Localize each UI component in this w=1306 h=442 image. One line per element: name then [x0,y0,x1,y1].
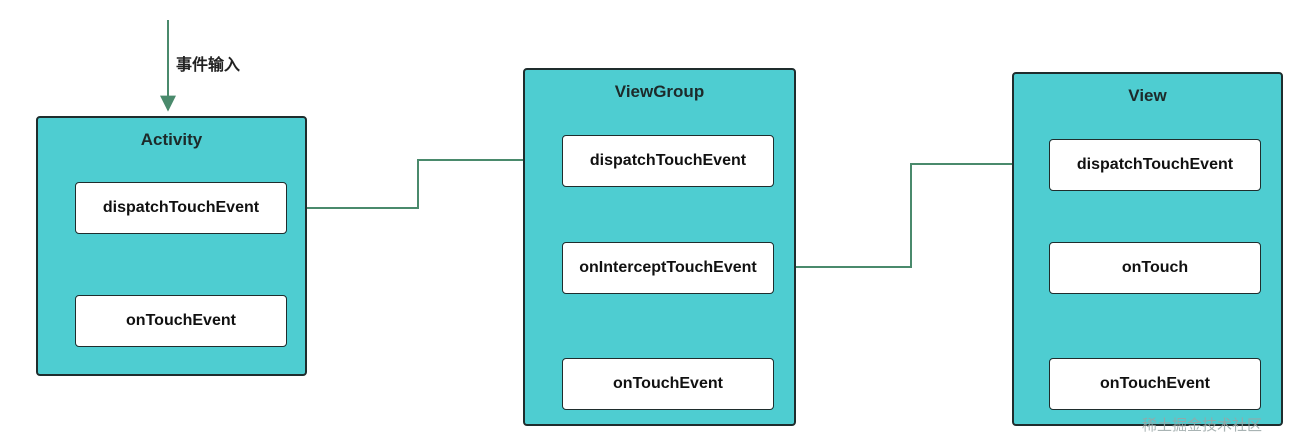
event-input-label: 事件输入 [176,55,241,74]
activity-title: Activity [140,130,203,149]
viewgroup-title: ViewGroup [614,82,705,101]
viewgroup-panel: ViewGroup dispatchTouchEvent onIntercept… [523,68,796,426]
activity-dispatch-touch-event[interactable]: dispatchTouchEvent [75,182,287,234]
watermark: 稀土掘金技术社区 [1142,416,1263,434]
viewgroup-dispatch-touch-event[interactable]: dispatchTouchEvent [562,135,774,187]
viewgroup-on-touch-event[interactable]: onTouchEvent [562,358,774,410]
viewgroup-to-view-arrow [773,156,1046,268]
view-on-touch-event[interactable]: onTouchEvent [1049,358,1261,410]
viewgroup-on-intercept-touch-event[interactable]: onInterceptTouchEvent [562,242,774,294]
activity-on-touch-event[interactable]: onTouchEvent [75,295,287,347]
view-title: View [1128,86,1167,105]
activity-to-viewgroup-arrow [285,152,559,209]
view-panel: View dispatchTouchEvent onTouch onTouchE… [1012,72,1283,426]
activity-panel: Activity dispatchTouchEvent onTouchEvent [36,116,307,376]
view-on-touch[interactable]: onTouch [1049,242,1261,294]
view-dispatch-touch-event[interactable]: dispatchTouchEvent [1049,139,1261,191]
